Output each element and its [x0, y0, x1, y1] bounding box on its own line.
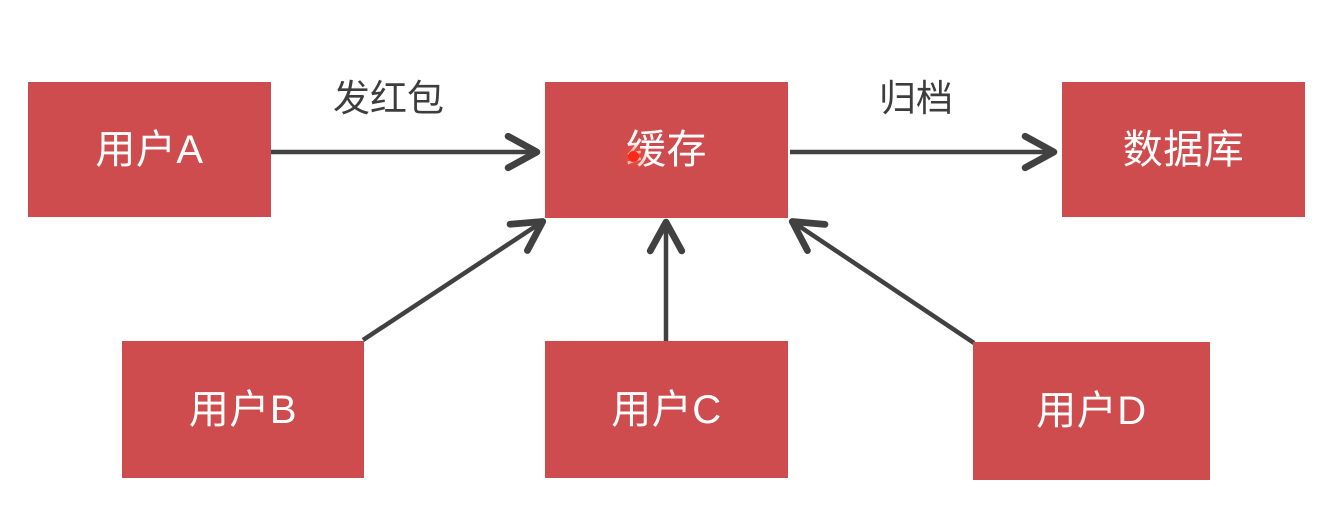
- node-user-c-label: 用户C: [611, 387, 722, 432]
- node-database[interactable]: 数据库: [1062, 82, 1305, 217]
- node-user-d-label: 用户D: [1036, 389, 1147, 433]
- edge-label-send-red-packet: 发红包: [333, 78, 444, 119]
- node-database-label: 数据库: [1122, 127, 1245, 172]
- node-user-b[interactable]: 用户B: [122, 341, 364, 478]
- node-user-c[interactable]: 用户C: [545, 341, 788, 478]
- node-cache[interactable]: 缓存: [545, 82, 788, 218]
- node-user-d[interactable]: 用户D: [973, 342, 1210, 480]
- node-user-a-label: 用户A: [95, 127, 204, 172]
- node-cache-label: 缓存: [626, 128, 707, 172]
- edge-user-b-to-cache: [361, 218, 547, 342]
- edge-label-archive: 归档: [879, 78, 953, 119]
- node-user-b-label: 用户B: [188, 387, 298, 432]
- edge-user-d-to-cache: [788, 218, 976, 345]
- node-user-a[interactable]: 用户A: [28, 82, 271, 217]
